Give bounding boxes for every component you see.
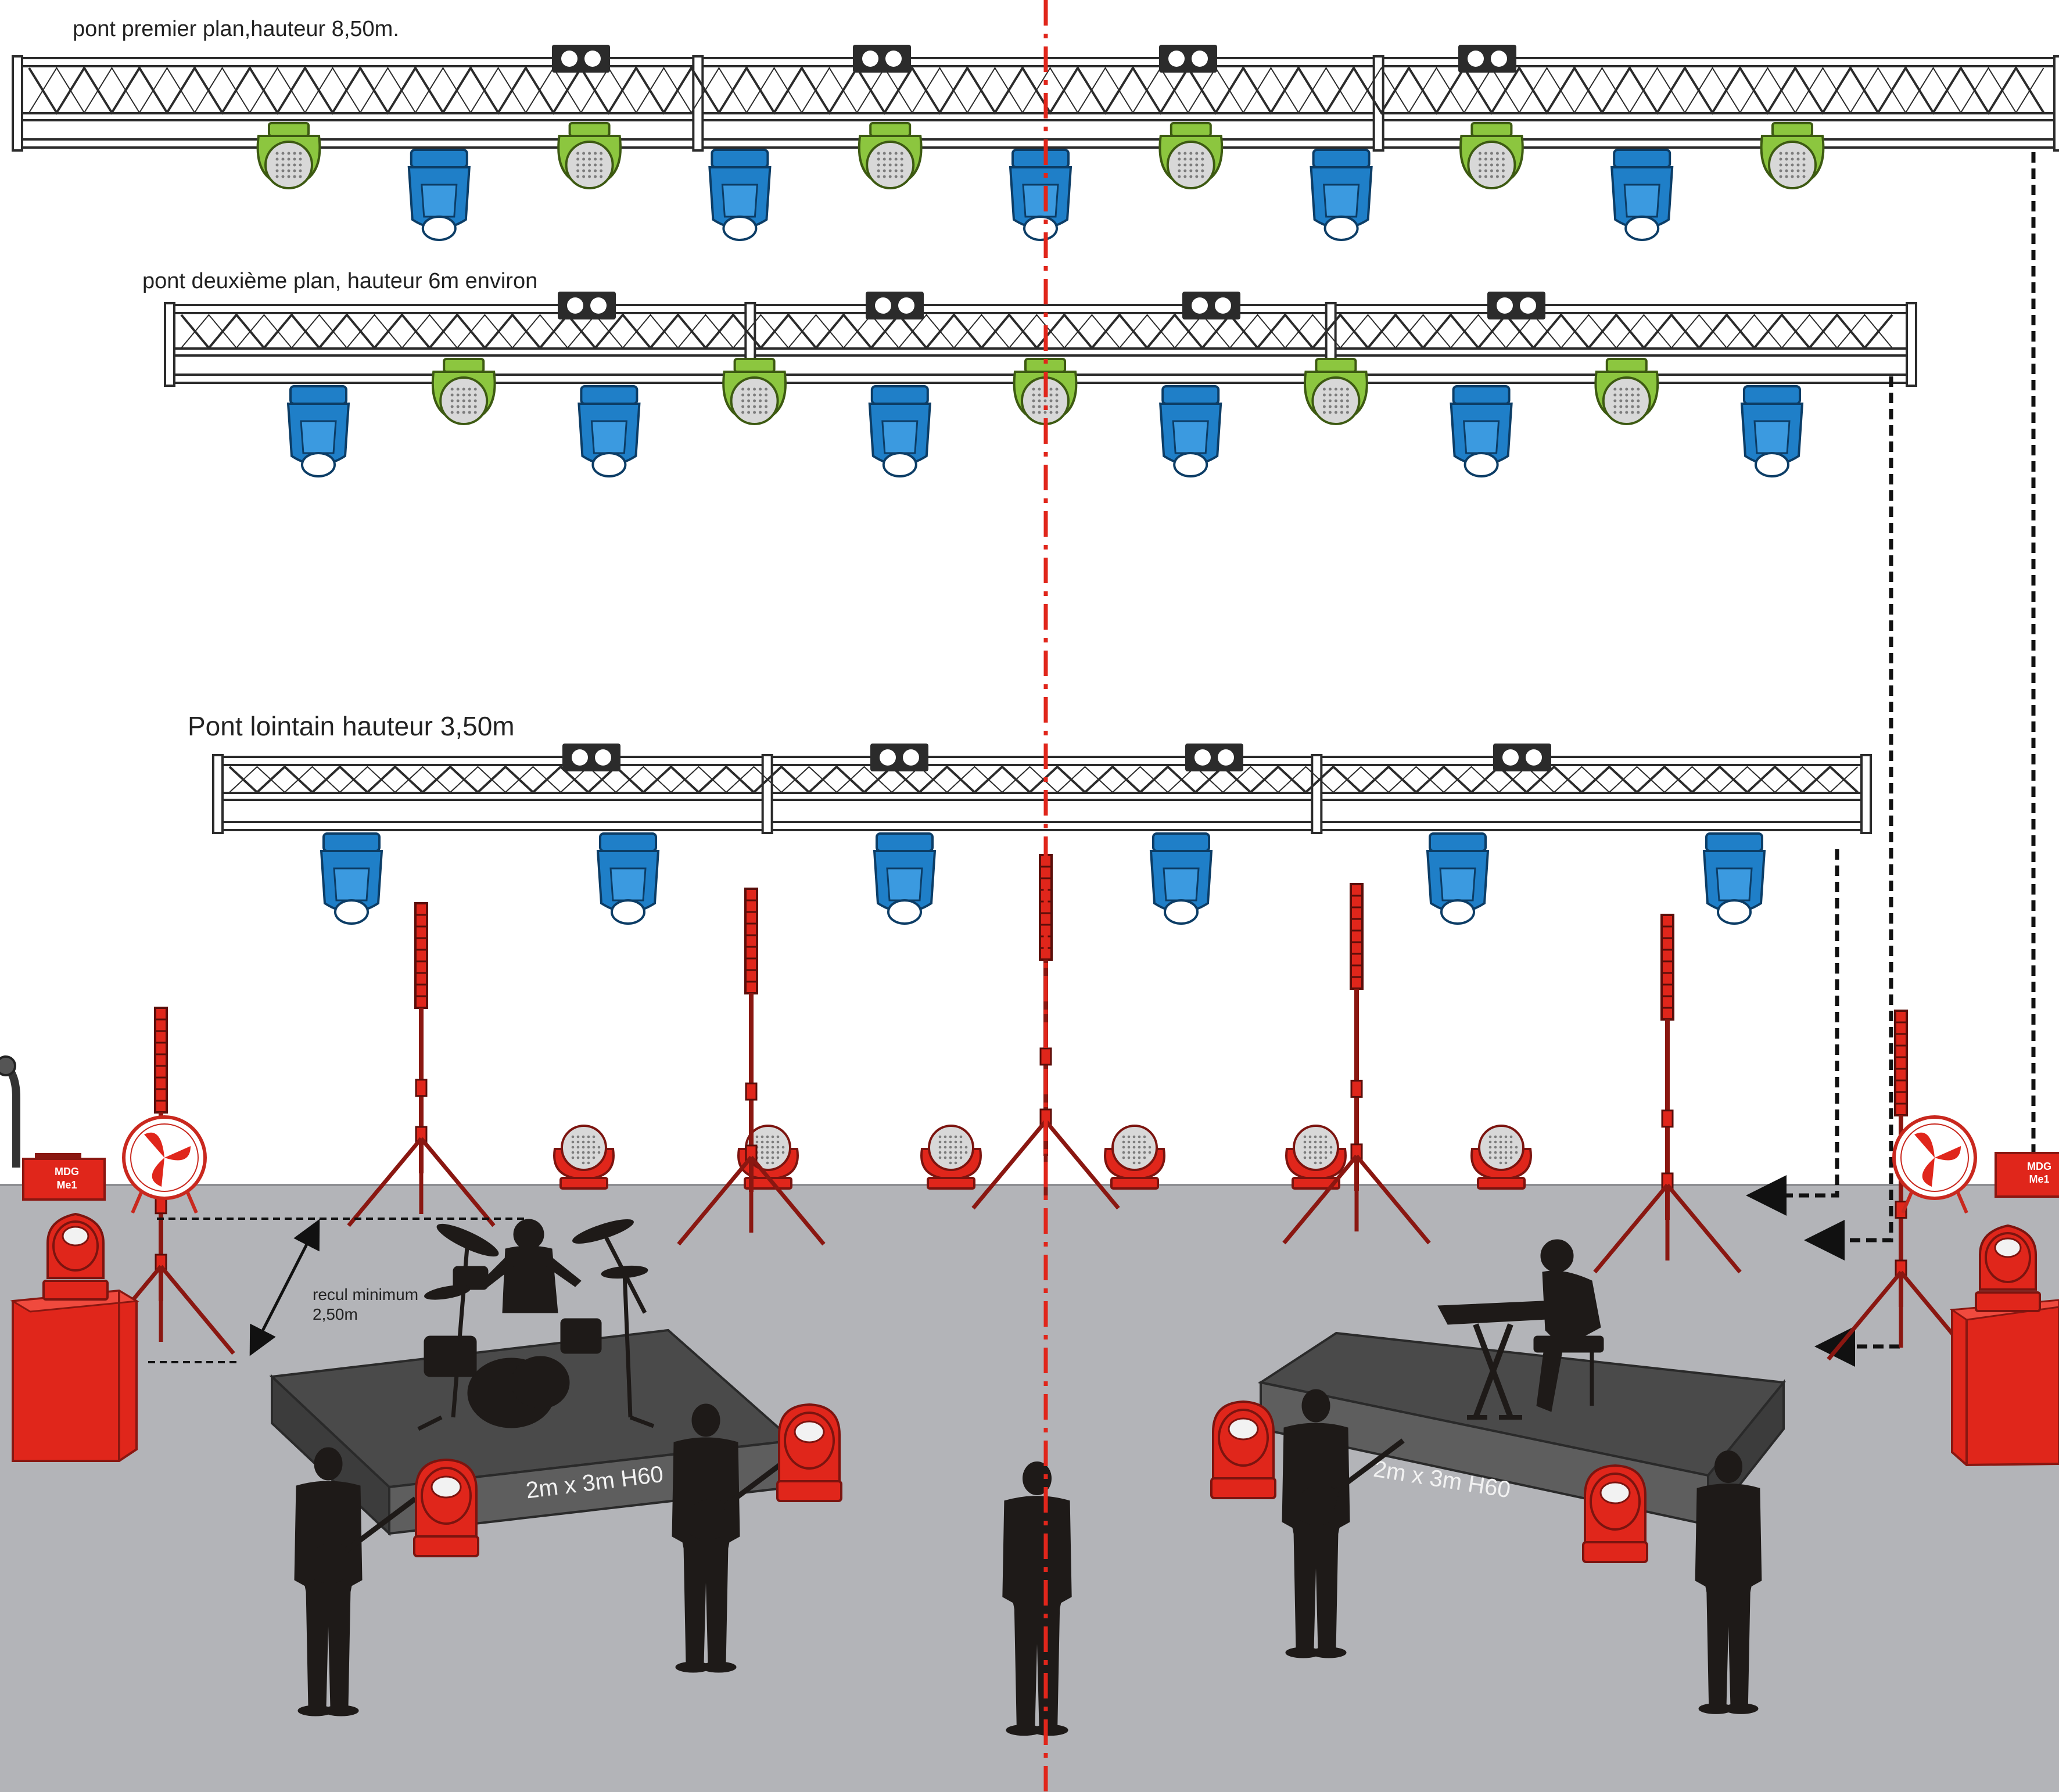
truss-front-label: pont premier plan,hauteur 8,50m. <box>73 17 399 41</box>
moving-head-spot <box>1702 832 1766 925</box>
moving-head-on-case-right <box>1975 1224 2041 1312</box>
moving-head-spot <box>873 832 937 925</box>
wash-light <box>858 122 923 189</box>
floor-moving-head <box>413 1458 479 1557</box>
wash-light <box>722 358 787 425</box>
wash-light <box>1760 122 1825 189</box>
fan-left <box>122 1115 207 1214</box>
floor-wash-light <box>737 1125 799 1190</box>
moving-head-spot <box>596 832 660 925</box>
upstage-floor-washes <box>553 1125 1532 1190</box>
road-case-left <box>10 1289 139 1462</box>
floor-moving-head <box>1210 1400 1276 1499</box>
truss-middle-hoist-box <box>1487 292 1545 319</box>
mdg-left-line2: Me1 <box>56 1179 77 1191</box>
moving-head-spot <box>1450 385 1513 477</box>
truss-far-label: Pont lointain hauteur 3,50m <box>188 711 515 741</box>
mdg-hazer-left: MDG Me1 <box>22 1153 106 1201</box>
moving-head-spot <box>577 385 641 477</box>
truss-far-hoist-box <box>870 744 928 771</box>
wash-light <box>431 358 496 425</box>
truss-front <box>12 45 2059 152</box>
truss-front-hoist-box <box>1159 45 1217 73</box>
mdg-right-line2: Me1 <box>2029 1173 2049 1185</box>
drum-kit-silhouette <box>417 1219 655 1431</box>
floor-moving-heads <box>413 1400 1648 1563</box>
truss-far-hoist-box <box>1493 744 1551 771</box>
floor-wash-light <box>1285 1125 1347 1190</box>
moving-head-spot <box>1159 385 1222 477</box>
truss-middle-label: pont deuxième plan, hauteur 6m environ <box>142 269 537 293</box>
setback-dimension: recul minimum 2,50m <box>148 1218 529 1363</box>
truss-middle-hoist-box <box>866 292 924 319</box>
truss-far <box>212 744 1872 834</box>
road-case-right <box>1949 1299 2059 1467</box>
truss-front-hoist-box <box>853 45 911 73</box>
wash-light <box>1304 358 1368 425</box>
mdg-left-line1: MDG <box>55 1166 79 1177</box>
truss-middle-fixtures <box>286 358 1804 477</box>
setback-label-line2: 2,50m <box>313 1305 358 1323</box>
truss-front-hoist-box <box>1458 45 1516 73</box>
floor-wash-light <box>1104 1125 1165 1190</box>
moving-head-spot <box>1310 149 1373 241</box>
moving-head-spot <box>320 832 383 925</box>
floor-moving-head <box>776 1403 842 1502</box>
hazer-hose-left <box>0 1059 20 1168</box>
speaker-columns <box>87 854 1975 1361</box>
moving-head-spot <box>708 149 772 241</box>
mdg-hazer-right: MDG Me1 <box>1995 1152 2059 1198</box>
center-person-silhouette <box>1002 1461 1072 1736</box>
right-side-equipment: MDG Me1 <box>1949 1152 2059 1467</box>
truss-far-hoist-box <box>562 744 620 771</box>
floor-wash-light <box>553 1125 615 1190</box>
fan-right <box>1892 1115 1977 1214</box>
cable-runs <box>1746 152 2036 1367</box>
speaker-column-stand <box>1282 883 1431 1245</box>
keyboard-player-silhouette <box>1437 1239 1604 1420</box>
moving-head-spot <box>407 149 471 241</box>
floor-moving-head <box>1582 1464 1648 1563</box>
bassist-left-silhouette <box>672 1403 795 1673</box>
moving-head-spot <box>1740 385 1804 477</box>
moving-head-spot <box>1149 832 1213 925</box>
speaker-column-stand <box>347 902 496 1227</box>
right-person-silhouette <box>1695 1450 1762 1714</box>
speaker-column-stand <box>1593 914 1742 1274</box>
moving-head-spot <box>868 385 931 477</box>
guitarist-right-silhouette <box>1282 1389 1405 1658</box>
people-silhouettes <box>294 1389 1762 1736</box>
speaker-column-stand <box>677 888 826 1246</box>
truss-middle-hoist-box <box>558 292 616 319</box>
wash-light <box>1459 122 1524 189</box>
wash-light <box>1594 358 1659 425</box>
wash-light <box>1158 122 1224 189</box>
hazer-hose-knob-left <box>0 1055 16 1076</box>
moving-head-spot <box>286 385 350 477</box>
moving-head-spot <box>1009 149 1072 241</box>
truss-front-fixtures <box>256 122 1825 241</box>
mdg-right-line1: MDG <box>2027 1161 2051 1172</box>
truss-middle-hoist-box <box>1182 292 1240 319</box>
left-side-equipment: MDG Me1 <box>0 1055 139 1462</box>
wash-light <box>557 122 622 189</box>
setback-label-line1: recul minimum <box>313 1285 418 1303</box>
moving-head-spot <box>1610 149 1674 241</box>
moving-head-on-case-left <box>42 1212 109 1301</box>
truss-front-hoist-box <box>552 45 610 73</box>
floor-wash-light <box>920 1125 982 1190</box>
wash-light <box>256 122 321 189</box>
cable-run-far-truss <box>1746 849 1839 1216</box>
truss-far-hoist-box <box>1185 744 1243 771</box>
floor-wash-light <box>1470 1125 1532 1190</box>
cable-run-middle-truss <box>1804 376 1893 1260</box>
truss-far-fixtures <box>320 832 1766 925</box>
moving-head-spot <box>1426 832 1490 925</box>
guitarist-left-silhouette <box>294 1447 417 1716</box>
